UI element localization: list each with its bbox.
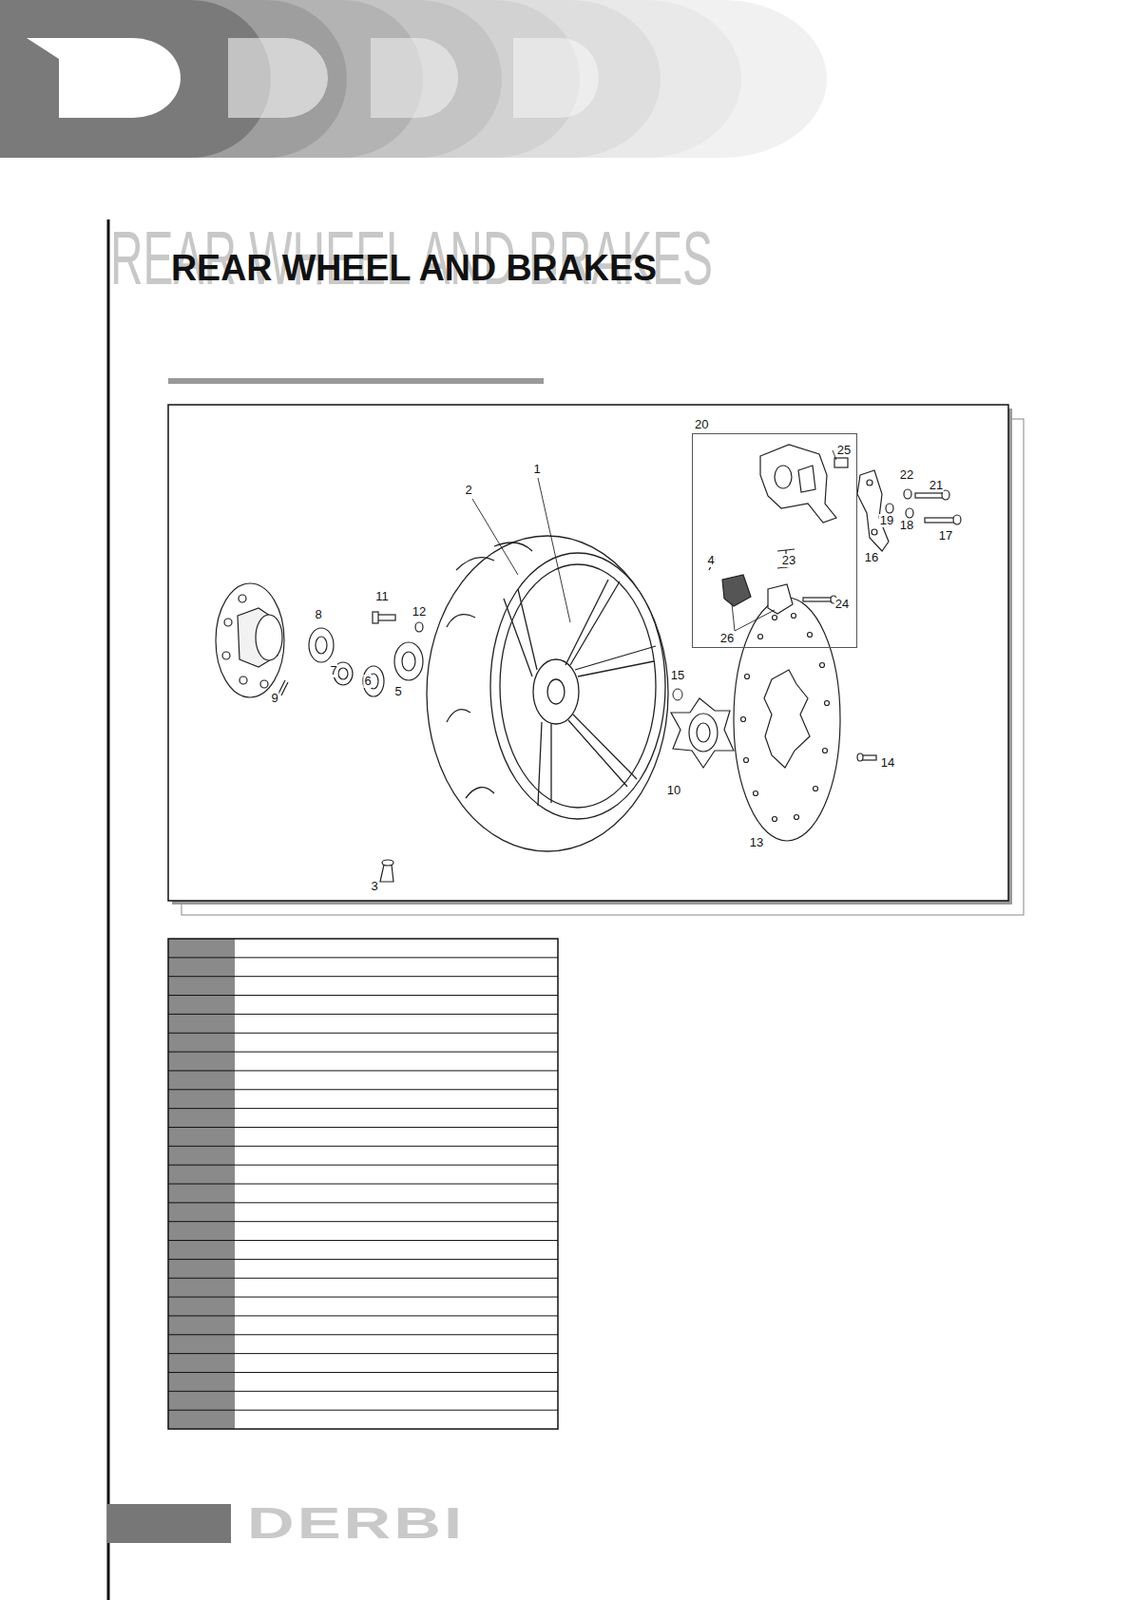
table-row-line [168, 957, 558, 959]
callout-number: 24 [834, 597, 850, 612]
table-row-line [168, 1353, 558, 1355]
table-row-line [168, 1259, 558, 1261]
table-row-line [168, 1391, 558, 1393]
table-row-line [168, 1334, 558, 1336]
parts-table [168, 939, 558, 1430]
brake-caliper [709, 444, 961, 614]
table-row-line [168, 995, 558, 997]
callout-number: 3 [369, 880, 379, 894]
table-row-line [168, 1278, 558, 1280]
table-row-line [168, 1089, 558, 1091]
callout-number: 26 [719, 632, 735, 646]
leader-lines [472, 450, 837, 632]
callout-number: 15 [670, 669, 686, 683]
table-row-line [168, 1221, 558, 1223]
group-box: 20 [691, 433, 858, 649]
table-row-line [168, 1070, 558, 1072]
callout-number: 8 [313, 608, 323, 622]
table-row-line [168, 1108, 558, 1110]
callout-number: 12 [411, 605, 427, 619]
callout-number: 1 [532, 462, 541, 477]
brand-logo: DERBI [247, 1501, 465, 1546]
callout-number: 11 [374, 590, 390, 604]
table-row-line [168, 1165, 558, 1167]
callout-number: 4 [706, 554, 715, 568]
callout-number: 17 [938, 529, 954, 543]
callout-number: 16 [863, 551, 880, 565]
callout-number: 23 [781, 554, 797, 568]
callout-number: 5 [393, 685, 403, 699]
table-row-line [168, 1127, 558, 1129]
callout-number: 10 [666, 784, 682, 798]
page-title: REAR WHEEL AND BRAKES [171, 249, 657, 288]
table-row-line [168, 1410, 558, 1412]
sprocket-carrier [670, 698, 734, 768]
table-row-line [168, 1202, 558, 1204]
callout-number: 21 [928, 479, 944, 493]
callout-number: 14 [880, 756, 896, 770]
callout-number: 7 [328, 664, 338, 678]
table-row-line [168, 976, 558, 978]
hub-flange [215, 583, 285, 698]
callout-number: 9 [269, 691, 279, 706]
table-row-line [168, 1315, 558, 1317]
table-row-line [168, 1146, 558, 1148]
callout-number: 19 [879, 514, 895, 528]
table-row-line [168, 1033, 558, 1035]
callout-number: 25 [836, 443, 852, 458]
table-row-line [168, 1184, 558, 1186]
callout-number: 18 [899, 518, 915, 533]
table-row-line [168, 1297, 558, 1299]
table-row-line [168, 1014, 558, 1016]
callout-number: 2 [463, 483, 473, 498]
callout-number: 6 [363, 674, 372, 689]
rear-wheel [426, 536, 669, 852]
group-number: 20 [694, 418, 709, 432]
table-row-line [168, 1372, 558, 1374]
brake-disc [733, 597, 841, 842]
table-row-line [168, 1052, 558, 1054]
table-row-line [168, 1240, 558, 1242]
callout-number: 13 [748, 836, 765, 850]
callout-number: 22 [899, 468, 915, 482]
header-band [0, 0, 827, 158]
